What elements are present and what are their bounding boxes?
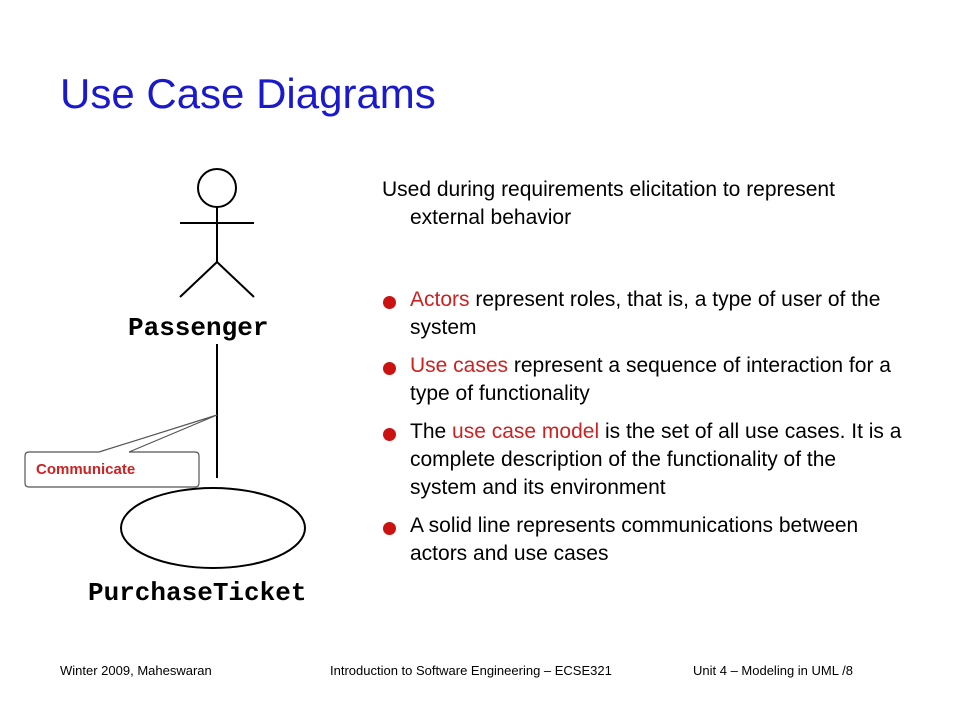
actor-head: [197, 168, 237, 208]
bullet-icon: [383, 296, 396, 309]
actor-right-leg: [216, 261, 255, 298]
usecase-ellipse: [120, 487, 306, 569]
highlight-use-case-model: use case model: [452, 420, 600, 443]
bullet-text: is the set of all use cases. It is a com…: [410, 420, 902, 499]
callout-label: Communicate: [36, 461, 135, 478]
footer-right: Unit 4 – Modeling in UML /8: [693, 663, 853, 678]
callout-box: [24, 414, 218, 488]
bullet-text: represent a sequence of interaction for …: [410, 354, 891, 405]
intro-text: Used during requirements elicitation to …: [382, 178, 835, 229]
bullet-list: Actors represent roles, that is, a type …: [382, 286, 902, 568]
usecase-label: PurchaseTicket: [88, 578, 306, 608]
bullet-icon: [383, 522, 396, 535]
bullet-icon: [383, 362, 396, 375]
bullet-use-cases: Use cases represent a sequence of intera…: [382, 352, 902, 408]
footer-left: Winter 2009, Maheswaran: [60, 663, 212, 678]
actor-left-leg: [179, 261, 218, 298]
bullet-icon: [383, 428, 396, 441]
bullet-actors: Actors represent roles, that is, a type …: [382, 286, 902, 342]
slide-title: Use Case Diagrams: [60, 70, 436, 117]
footer-center: Introduction to Software Engineering – E…: [330, 663, 612, 678]
highlight-use-cases: Use cases: [410, 354, 509, 377]
actor-stick-figure: [179, 168, 255, 298]
slide-content: Used during requirements elicitation to …: [382, 176, 902, 578]
bullet-text: A solid line represents communications b…: [410, 514, 859, 565]
communicate-callout: Communicate: [24, 414, 218, 488]
highlight-actors: Actors: [410, 288, 470, 311]
bullet-use-case-model: The use case model is the set of all use…: [382, 418, 902, 502]
actor-label: Passenger: [128, 313, 268, 343]
bullet-prefix: The: [410, 420, 453, 443]
bullet-text: represent roles, that is, a type of user…: [410, 288, 881, 339]
bullet-solid-line: A solid line represents communications b…: [382, 512, 902, 568]
